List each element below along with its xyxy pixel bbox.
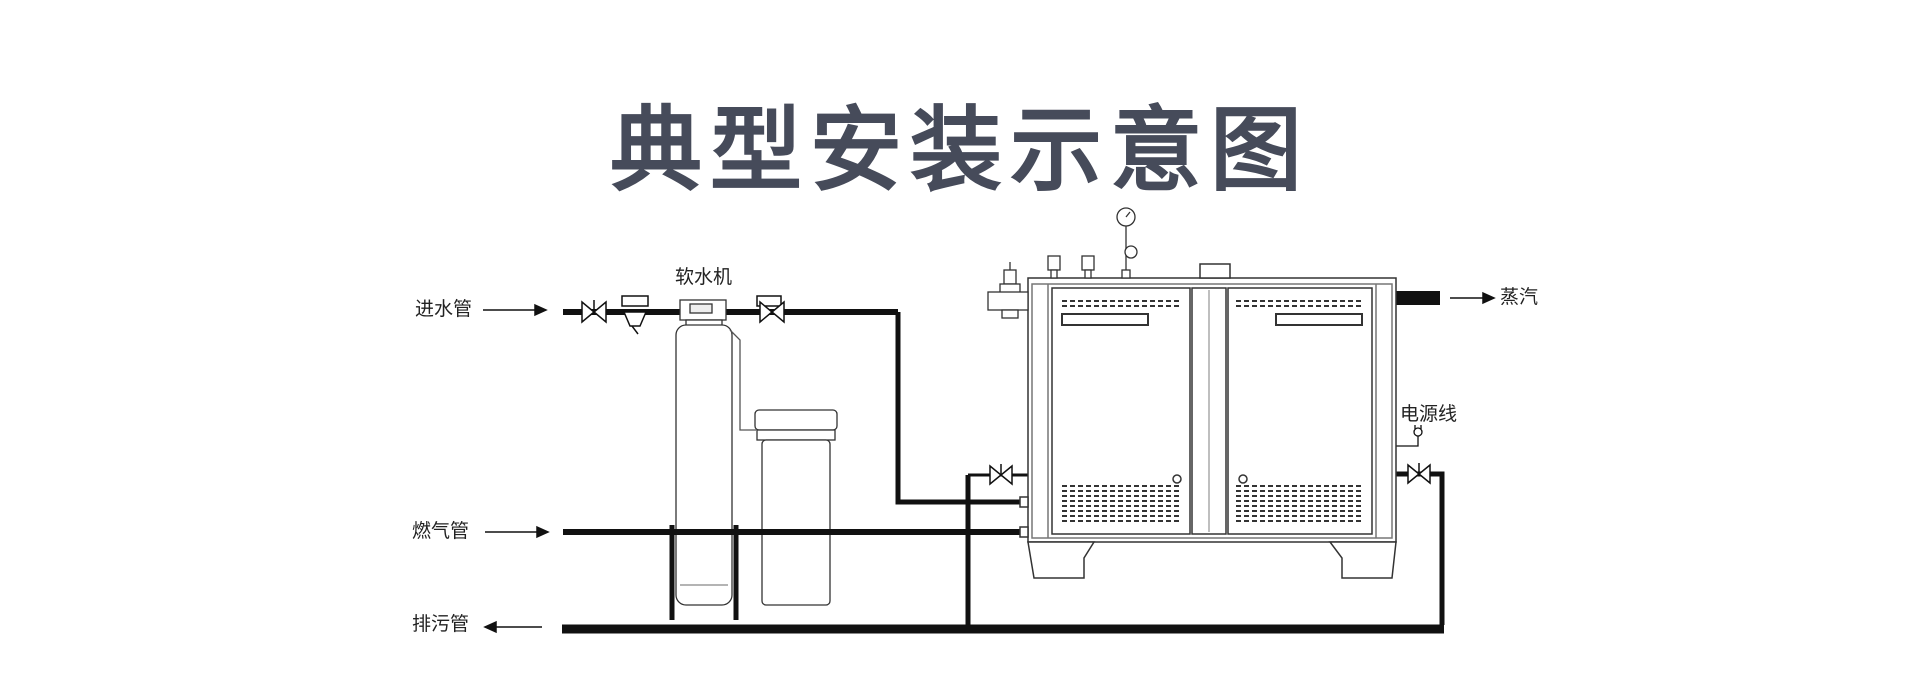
steam-boiler [1019,263,1397,579]
label-power-line: 电源线 [1400,403,1457,425]
inlet-valve-icon [581,300,607,324]
boiler-vent-grilles [1062,300,1361,522]
steam-outlet-pipe [1392,291,1440,305]
drain-valve-icon [1407,463,1431,485]
softener-resin-tank [675,324,733,606]
label-steam: 蒸汽 [1500,286,1538,308]
safety-valve-2-icon [1081,255,1095,279]
steam-arrow [1450,291,1496,305]
brine-tank [754,409,838,606]
boiler-right-door [1227,287,1373,535]
check-valve-icon [756,295,785,324]
pressure-gauge-icon [1116,207,1138,279]
gas-arrow [485,525,550,539]
boiler-left-door [1051,287,1191,535]
safety-valve-left-icon [987,262,1029,319]
diagram-title: 典型安装示意图 [610,97,1310,204]
power-plug-icon [1396,425,1423,447]
safety-valve-icon [1047,255,1061,279]
softener-unit [669,299,756,620]
label-gas-pipe: 燃气管 [412,520,469,542]
label-water-inlet: 进水管 [415,298,472,320]
strainer-icon [621,295,649,335]
label-drain-pipe: 排污管 [412,613,469,635]
water-inlet-pipe [563,309,1026,505]
inlet-arrow [483,303,548,317]
feed-valve-icon [989,464,1013,486]
label-softener: 软水机 [675,266,732,288]
drain-arrow [483,620,542,634]
